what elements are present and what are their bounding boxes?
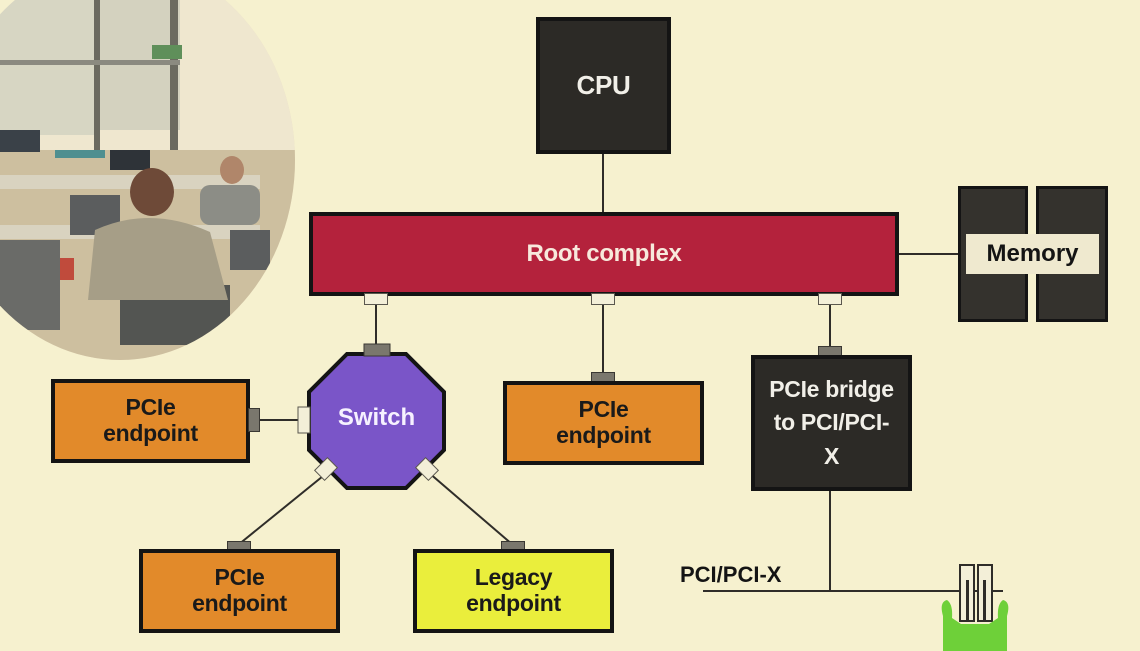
switch-port-bottom-right: [414, 456, 440, 482]
legacy-endpoint-label: Legacy endpoint: [466, 564, 561, 616]
switch-bottom-endpoint-link: [237, 471, 329, 546]
root-port-right: [818, 293, 842, 305]
root-endpoint-link: [602, 305, 604, 373]
root-switch-link: [375, 305, 377, 345]
cpu-box: CPU: [536, 17, 671, 154]
root-bridge-link: [829, 305, 831, 347]
pcie-endpoint-left: PCIe endpoint: [51, 379, 250, 463]
switch-upstream-port: [363, 343, 391, 357]
memory-label: Memory: [966, 234, 1099, 274]
pci-slot-icon: [959, 564, 993, 622]
pcie-endpoint-bottom-label: PCIe endpoint: [192, 564, 287, 616]
cpu-root-link: [602, 154, 604, 214]
pcie-endpoint-bottom: PCIe endpoint: [139, 549, 340, 633]
pcie-bridge-box: PCIe bridge to PCI/PCI-X: [751, 355, 912, 491]
switch-left-port: [297, 406, 311, 434]
endpoint-left-port: [248, 408, 260, 432]
switch-label: Switch: [337, 404, 416, 431]
legacy-endpoint: Legacy endpoint: [413, 549, 614, 633]
switch-port-bottom-left: [313, 456, 339, 482]
bridge-bus-link: [829, 491, 831, 591]
classroom-photo: [0, 0, 295, 360]
green-mascot-icon: [941, 600, 1009, 651]
pcie-endpoint-middle: PCIe endpoint: [503, 381, 704, 465]
pcie-endpoint-middle-label: PCIe endpoint: [556, 396, 651, 448]
pcie-bridge-label: PCIe bridge to PCI/PCI-X: [769, 375, 894, 469]
switch-legacy-link: [427, 471, 514, 546]
root-port-left: [364, 293, 388, 305]
root-memory-link: [899, 253, 959, 255]
pci-bus-line: [703, 590, 1003, 592]
root-port-middle: [591, 293, 615, 305]
pcie-endpoint-left-label: PCIe endpoint: [103, 394, 198, 446]
root-complex-label: Root complex: [526, 239, 682, 267]
pci-bus-label: PCI/PCI-X: [680, 562, 782, 587]
cpu-label: CPU: [576, 69, 631, 100]
